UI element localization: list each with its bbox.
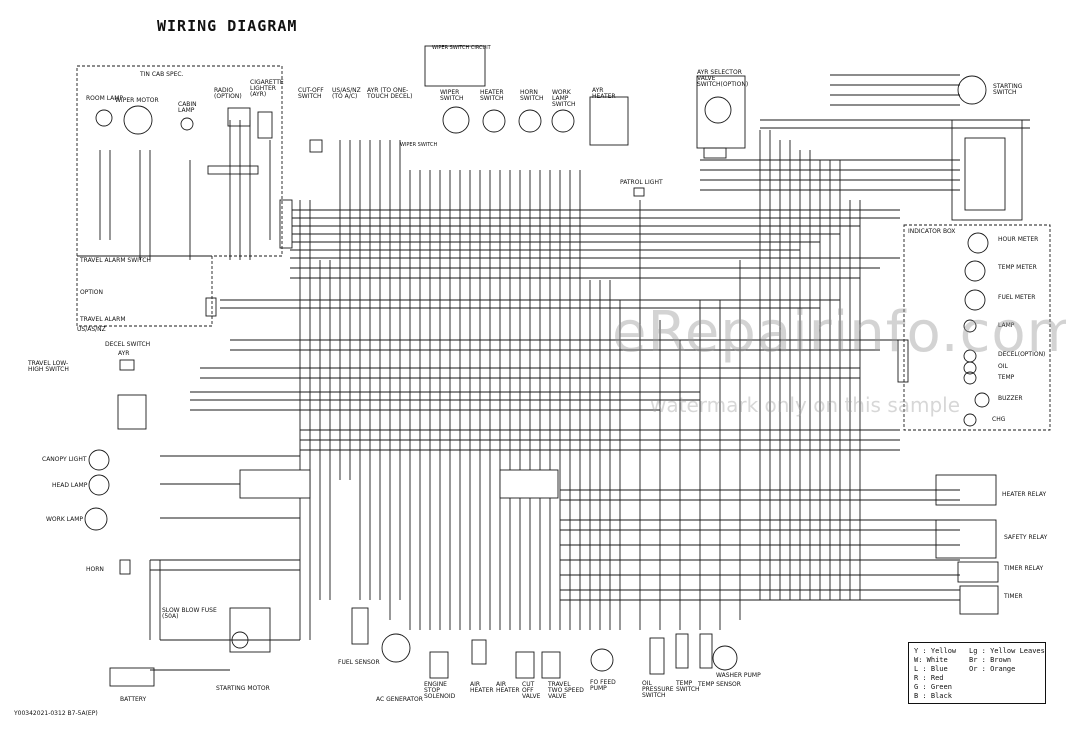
legend-white: W: White <box>914 656 948 664</box>
lamp-symbols <box>84 75 990 672</box>
oil-pressure-label: OIL PRESSURE SWITCH <box>642 680 674 699</box>
wiper-switch-label: WIPER SWITCH <box>440 89 464 102</box>
lamp-label: LAMP <box>998 322 1015 329</box>
decel-option-label: DECEL(OPTION) <box>998 351 1046 358</box>
fuel-sensor-label: FUEL SENSOR <box>338 659 380 666</box>
wiper-switch-circuit-label: WIPER SWITCH CIRCUIT <box>432 45 491 51</box>
fo-feed-pump-label: FO FEED PUMP <box>590 679 616 692</box>
decel-switch-label: DECEL SWITCH <box>105 341 151 348</box>
temp-switch-label: TEMP SWITCH <box>676 680 700 693</box>
head-lamp-label: HEAD LAMP <box>52 482 88 489</box>
ac-generator-label: AC GENERATOR <box>376 696 423 703</box>
timer-label: TIMER <box>1004 593 1023 600</box>
washer-pump-label: WASHER PUMP <box>716 672 761 679</box>
patrol-light-label: PATROL LIGHT <box>620 179 663 186</box>
work-lamp-switch-label: WORK LAMP SWITCH <box>552 89 576 108</box>
cigarette-lighter-label: CIGARETTE LIGHTER (AYR) <box>250 79 284 98</box>
cutoff-switch-label: CUT-OFF SWITCH <box>298 87 324 100</box>
ayr-label: AYR <box>118 350 130 357</box>
tin-cab-label: TIN CAB SPEC. <box>140 71 184 78</box>
air-heater-label-2: AIR HEATER <box>496 681 520 694</box>
indicator-box-label: INDICATOR BOX <box>908 228 956 235</box>
starting-switch-label: STARTING SWITCH <box>993 83 1023 96</box>
legend-orange: Or : Orange <box>969 665 1016 673</box>
legend-yellow-leaves: Lg : Yellow Leaves <box>969 647 1045 655</box>
us-as-nz-ac-label: US/AS/NZ (TO A/C) <box>332 87 361 100</box>
legend-green: G : Green <box>914 683 952 691</box>
ayr-selector-label: AYR SELECTOR VALVE SWITCH(OPTION) <box>697 69 749 88</box>
heater-relay-label: HEATER RELAY <box>1002 491 1047 498</box>
travel-alarm-label: TRAVEL ALARM <box>80 316 126 323</box>
temp-label: TEMP <box>998 374 1015 381</box>
vertical-wires <box>99 120 861 640</box>
legend-black: B : Black <box>914 692 952 700</box>
wiper-switch-small-label: WIPER SWITCH <box>400 142 438 148</box>
horn-label: HORN <box>86 566 104 573</box>
color-legend: Y : Yellow W: White L : Blue R : Red G :… <box>908 642 1046 704</box>
diagram-title: WIRING DIAGRAM <box>157 17 298 35</box>
oil-label: OIL <box>998 363 1008 370</box>
us-as-nz-label: US/AS/NZ <box>77 326 106 333</box>
watermark-main: eRepairinfo.com <box>612 300 1066 365</box>
fuel-meter-label: FUEL METER <box>998 294 1036 301</box>
temp-sensor-label: TEMP SENSOR <box>698 681 741 688</box>
temp-meter-label: TEMP METER <box>998 264 1037 271</box>
starting-motor-label: STARTING MOTOR <box>216 685 270 692</box>
safety-relay-label: SAFETY RELAY <box>1004 534 1048 541</box>
work-lamp-label: WORK LAMP <box>46 516 84 523</box>
travel-two-speed-label: TRAVEL TWO SPEED VALVE <box>548 681 584 700</box>
cut-off-valve-label: CUT OFF VALVE <box>522 681 541 700</box>
air-heater-label-1: AIR HEATER <box>470 681 494 694</box>
watermark-sub: watermark only on this sample <box>650 393 961 417</box>
horn-switch-label: HORN SWITCH <box>520 89 544 102</box>
cabin-lamp-label: CABIN LAMP <box>178 101 197 114</box>
timer-relay-label: TIMER RELAY <box>1004 565 1044 572</box>
chg-label: CHG <box>992 416 1006 423</box>
legend-red: R : Red <box>914 674 944 682</box>
travel-low-high-label: TRAVEL LOW-HIGH SWITCH <box>28 360 69 373</box>
wiper-motor-label: WIPER MOTOR <box>115 97 159 104</box>
ayr-heater-label: AYR HEATER <box>592 87 616 100</box>
ayr-one-touch-label: AYR (TO ONE-TOUCH DECEL) <box>367 87 413 100</box>
connector-blocks <box>119 139 909 499</box>
hour-meter-label: HOUR METER <box>998 236 1039 243</box>
document-id: Y00342021-0312 B7-5A(EP) <box>14 710 98 717</box>
legend-yellow: Y : Yellow <box>914 647 957 655</box>
engine-stop-label: ENGINE STOP SOLENOID <box>424 681 456 700</box>
heater-switch-label: HEATER SWITCH <box>480 89 504 102</box>
room-lamp-label: ROOM LAMP <box>86 95 124 102</box>
option-frames <box>76 65 1051 431</box>
component-boxes <box>109 45 1023 687</box>
small-parts <box>119 107 713 679</box>
travel-alarm-switch-label: TRAVEL ALARM SWITCH <box>80 257 151 264</box>
slow-blow-fuse-label: SLOW BLOW FUSE (50A) <box>162 607 217 620</box>
legend-brown: Br : Brown <box>969 656 1012 664</box>
option-label: OPTION <box>80 289 103 296</box>
canopy-light-label: CANOPY LIGHT <box>42 456 87 463</box>
legend-blue: L : Blue <box>914 665 948 673</box>
battery-label: BATTERY <box>120 696 147 703</box>
buzzer-label: BUZZER <box>998 395 1023 402</box>
radio-label: RADIO (OPTION) <box>214 87 242 100</box>
